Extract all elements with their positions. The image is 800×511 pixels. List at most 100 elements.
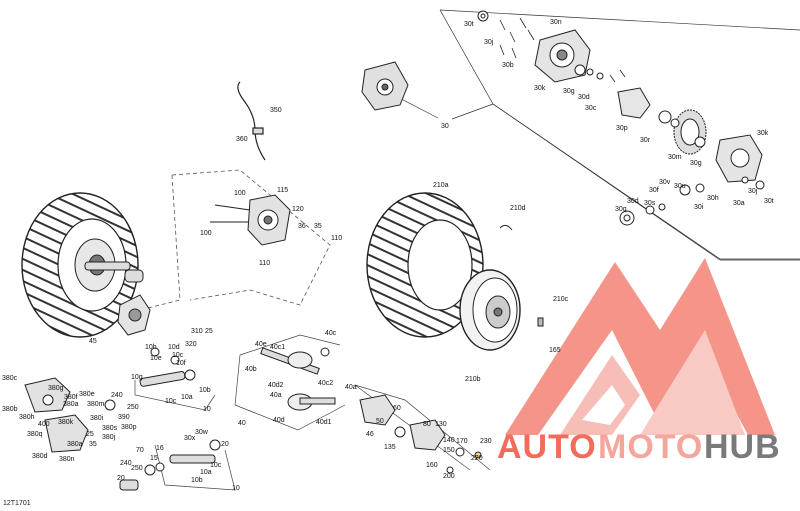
callout-label: 210d [510, 205, 526, 212]
callout-label: 210c [553, 296, 569, 303]
differential-housing-right [715, 134, 763, 183]
callout-label: 30m [668, 154, 682, 161]
knuckle-46 [359, 394, 482, 474]
callout-label: 130 [435, 421, 447, 428]
callout-label: 380a [67, 441, 83, 448]
callout-label: 380m [87, 401, 105, 408]
callout-label: 30h [707, 195, 719, 202]
center-gearbox [210, 194, 291, 246]
callout-label: 35 [314, 223, 322, 230]
callout-label: 135 [384, 444, 396, 451]
callout-label: 30r [640, 137, 651, 144]
callout-label: 25 [86, 431, 94, 438]
callout-label: 30w [195, 429, 209, 436]
callout-label: 40 [238, 420, 246, 427]
callout-label: 210a [433, 182, 449, 189]
callout-label: 40a [270, 392, 282, 399]
callout-label: 30a [733, 200, 745, 207]
callout-label: 380h [19, 414, 35, 421]
callout-label: 250 [131, 465, 143, 472]
callout-label: 30g [690, 160, 702, 167]
callout-label: 400 [38, 421, 50, 428]
callout-label: 50 [376, 418, 384, 425]
callout-label: 36 [298, 223, 306, 230]
callout-label: 70 [136, 447, 144, 454]
callout-label: 380k [58, 419, 74, 426]
drive-shaft-10 [139, 347, 196, 387]
callout-label: 30f [649, 187, 659, 194]
callout-label: 30c [585, 105, 597, 112]
knuckle-380 [24, 377, 116, 453]
watermark-logo [505, 258, 775, 435]
callout-label: 30t [764, 198, 774, 205]
callout-label: 40a [345, 384, 357, 391]
callout-label: 40d1 [316, 419, 332, 426]
reference-code: 12T1701 [3, 500, 31, 507]
callout-label: 10c [210, 462, 222, 469]
callout-label: 380s [102, 425, 118, 432]
callout-label: 10g [131, 374, 143, 381]
callout-label: 46 [366, 431, 374, 438]
callout-label: 30u [674, 183, 686, 190]
callout-label: 100 [200, 230, 212, 237]
ring-gear [673, 109, 707, 155]
callout-label: 140 [443, 437, 455, 444]
callout-label: 160 [426, 462, 438, 469]
callout-label: 115 [277, 187, 288, 194]
callout-label: 16 [156, 445, 164, 452]
callout-label: 10a [200, 469, 212, 476]
callout-label: 380i [90, 415, 104, 422]
callout-label: 30d [627, 198, 639, 205]
callout-label: 380d [32, 453, 48, 460]
callout-label: 100 [234, 190, 246, 197]
callout-label: 30j [748, 188, 758, 195]
watermark-text-moto: MOTO [598, 428, 704, 466]
callout-label: 230 [480, 438, 492, 445]
callout-label: 30 [441, 123, 449, 130]
callout-label: 10d [168, 344, 180, 351]
callout-label: 110 [331, 235, 342, 242]
callout-label: 170 [456, 438, 468, 445]
callout-label: 10b [191, 477, 203, 484]
callout-label: 40c2 [318, 380, 333, 387]
callout-label: 15 [150, 455, 158, 462]
carrier-30p [617, 87, 651, 119]
frame-lines [379, 9, 800, 261]
differential-assembly [361, 61, 409, 111]
callout-label: 30k [534, 85, 546, 92]
breather-tube [237, 81, 266, 161]
callout-label: 360 [236, 136, 248, 143]
bolts [499, 17, 626, 83]
callout-label: 240 [120, 460, 132, 467]
callout-label: 40c1 [270, 344, 285, 351]
callout-label: 380a [63, 401, 79, 408]
callout-label: 30q [615, 206, 627, 213]
watermark-text-auto: AUTO [497, 428, 597, 466]
callout-label: 380g [48, 385, 64, 392]
callout-label: 30x [184, 435, 196, 442]
callout-label: 10 [232, 485, 240, 492]
callout-label: 25 [205, 328, 213, 335]
callout-label: 30g [563, 88, 575, 95]
watermark-text-hub: HUB [704, 428, 781, 466]
callout-label: 10c [172, 352, 184, 359]
callout-label: 380f [64, 394, 78, 401]
dashed-boxes [147, 169, 331, 309]
callout-label: 45 [89, 338, 97, 345]
callout-label: 380n [59, 456, 75, 463]
callout-label: 30j [484, 39, 494, 46]
callout-label: 30p [616, 125, 628, 132]
callout-label: 380j [102, 434, 116, 441]
callout-label: 110 [259, 260, 270, 267]
knuckle-45 [117, 294, 151, 336]
callout-label: 30v [659, 179, 671, 186]
callout-label: 30n [550, 19, 562, 26]
callout-label: 60 [393, 405, 401, 412]
callout-label: 10b [199, 387, 211, 394]
callout-label: 40b [245, 366, 257, 373]
callout-label: 120 [292, 206, 304, 213]
callout-label: 380b [2, 406, 18, 413]
callout-label: 40d2 [268, 382, 284, 389]
drive-shaft-40 [260, 347, 336, 411]
